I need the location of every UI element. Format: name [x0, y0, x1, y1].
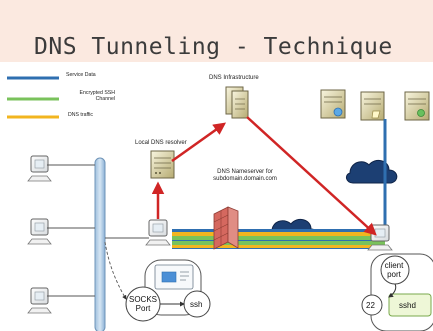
local-dns-resolver-server-icon	[150, 150, 175, 179]
diagram-svg	[7, 76, 433, 331]
red-arrow-infrastructure-to-nameserver	[246, 116, 377, 236]
computer-icon-top	[27, 155, 52, 182]
server-icon-right-3	[404, 91, 430, 121]
network-bus	[94, 157, 106, 331]
server-icon-right-2	[360, 91, 385, 121]
dns-infrastructure-server-icon	[225, 86, 249, 119]
ssh-label: ssh	[190, 300, 203, 309]
socks-port-label: SOCKS Port	[128, 295, 157, 314]
sshd-box	[388, 293, 432, 317]
tunnel-band-yellow-bottom	[172, 245, 385, 248]
local-dns-resolver-label: Local DNS resolver	[135, 140, 187, 146]
legend-label-service-data: Service Data	[66, 72, 96, 78]
dashed-client-link	[104, 241, 127, 300]
legend-label-dns-traffic: DNS traffic	[68, 112, 93, 118]
client-computer-icon	[145, 219, 171, 246]
cloud-icon-upper	[345, 159, 398, 184]
legend-label-encrypted-ssh: Encrypted SSH Channel	[79, 90, 115, 102]
computer-icon-bottom	[27, 287, 52, 314]
tunnel-band-green-top	[172, 236, 385, 240]
server-icon-right-1	[320, 89, 346, 119]
tunnel-band-yellow-top	[172, 232, 385, 236]
screen-window-icon	[161, 271, 177, 283]
sshd-label: sshd	[399, 301, 416, 310]
slide-title: DNS Tunneling - Technique	[34, 34, 393, 60]
client-port-label: client port	[384, 261, 404, 280]
dns-infrastructure-label: DNS Infrastructure	[209, 75, 259, 81]
remote-computer-icon	[367, 224, 393, 251]
port-22-label: 22	[366, 301, 375, 310]
dns-nameserver-label: DNS Nameserver for subdomain.domain.com	[213, 169, 277, 182]
firewall-icon	[213, 206, 239, 250]
client-port-to-sshd-arrow	[388, 283, 397, 298]
port-22-circle	[361, 294, 383, 316]
red-arrow-resolver-to-infrastructure	[171, 122, 227, 163]
diagram-canvas: Service Data Encrypted SSH Channel DNS t…	[0, 62, 433, 331]
tunnel-band-green-bottom	[172, 241, 385, 245]
computer-icon-middle	[27, 218, 52, 245]
